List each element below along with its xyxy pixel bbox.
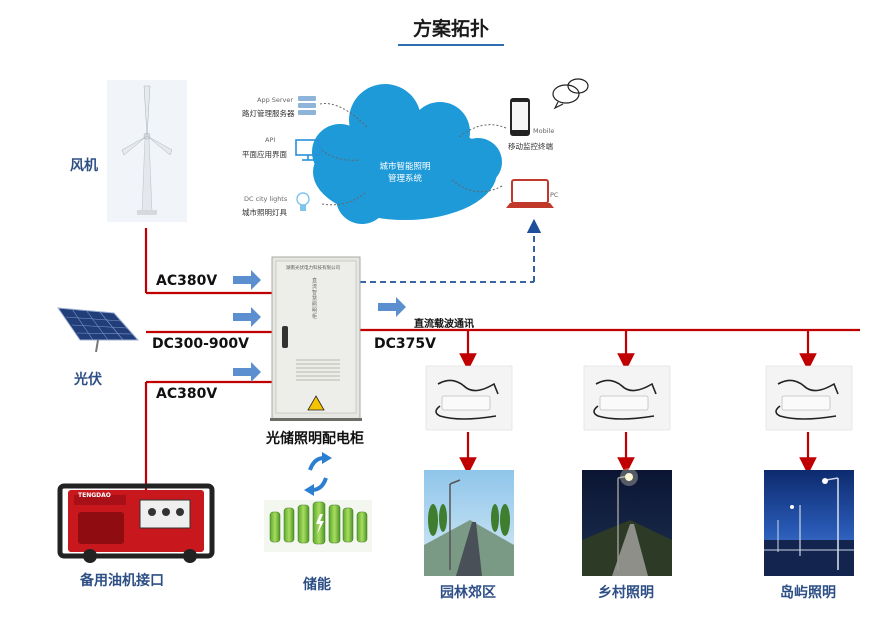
wind-label: 风机 xyxy=(70,158,98,174)
lightbulb-icon xyxy=(296,192,310,211)
island-scene-photo xyxy=(764,470,854,576)
title-underline xyxy=(398,44,504,46)
monitor-icon xyxy=(295,139,321,161)
system-title-2: 管理系统 xyxy=(387,174,422,184)
comm-link xyxy=(360,218,542,283)
led-driver-2 xyxy=(583,365,671,431)
cabinet-plate: 湖南光伏电力科技有限公司 xyxy=(286,266,340,271)
dc-out-label: DC375V xyxy=(374,336,436,352)
chat-bubbles-icon xyxy=(552,78,589,110)
laptop-icon xyxy=(506,179,554,208)
distribution-cabinet xyxy=(270,256,362,421)
garden-label: 园林郊区 xyxy=(440,585,496,601)
cloud-shape xyxy=(312,84,502,224)
api-cn: 平面应用界面 xyxy=(242,150,287,159)
plc-label: 直流载波通讯 xyxy=(414,319,474,330)
exchange-arrows-icon xyxy=(304,452,332,496)
ac-top-label: AC380V xyxy=(156,273,218,289)
cloud-connectors xyxy=(319,103,507,206)
system-title-1: 城市智能照明 xyxy=(379,162,431,172)
cabinet-label: 光储照明配电柜 xyxy=(266,431,364,447)
village-label: 乡村照明 xyxy=(598,585,654,601)
page-title: 方案拓扑 xyxy=(412,18,489,40)
app-server-en: App Server xyxy=(257,96,294,104)
power-lines xyxy=(144,228,860,490)
app-server-cn: 路灯管理服务器 xyxy=(242,109,295,118)
mobile-cn: 移动监控终端 xyxy=(508,142,553,151)
garden-scene-photo xyxy=(424,470,514,576)
dc-solar-label: DC300-900V xyxy=(152,336,249,352)
batteries-image xyxy=(264,500,372,552)
mobile-en: Mobile xyxy=(533,127,555,135)
solar-label: 光伏 xyxy=(74,372,102,388)
led-driver-1 xyxy=(425,365,513,431)
wind-turbine-image xyxy=(107,80,187,222)
api-en: API xyxy=(265,136,276,144)
dc-lights-cn: 城市照明灯具 xyxy=(242,208,287,217)
led-driver-3 xyxy=(765,365,853,431)
mobile-phone-icon xyxy=(510,98,530,136)
generator-brand: TENGDAO xyxy=(78,492,111,499)
pc-en: PC xyxy=(550,191,559,199)
cabinet-vertical-text: 直流智慧照明柜 xyxy=(312,278,318,320)
storage-label: 储能 xyxy=(303,577,331,593)
village-scene-photo xyxy=(582,468,672,576)
generator-label: 备用油机接口 xyxy=(80,573,164,589)
dc-lights-en: DC city lights xyxy=(244,195,288,203)
island-label: 岛屿照明 xyxy=(780,585,836,601)
solar-panel-image xyxy=(56,307,140,353)
generator-image xyxy=(57,483,215,563)
server-icon xyxy=(298,96,316,115)
flow-arrows xyxy=(233,270,406,382)
ac-bottom-label: AC380V xyxy=(156,386,218,402)
